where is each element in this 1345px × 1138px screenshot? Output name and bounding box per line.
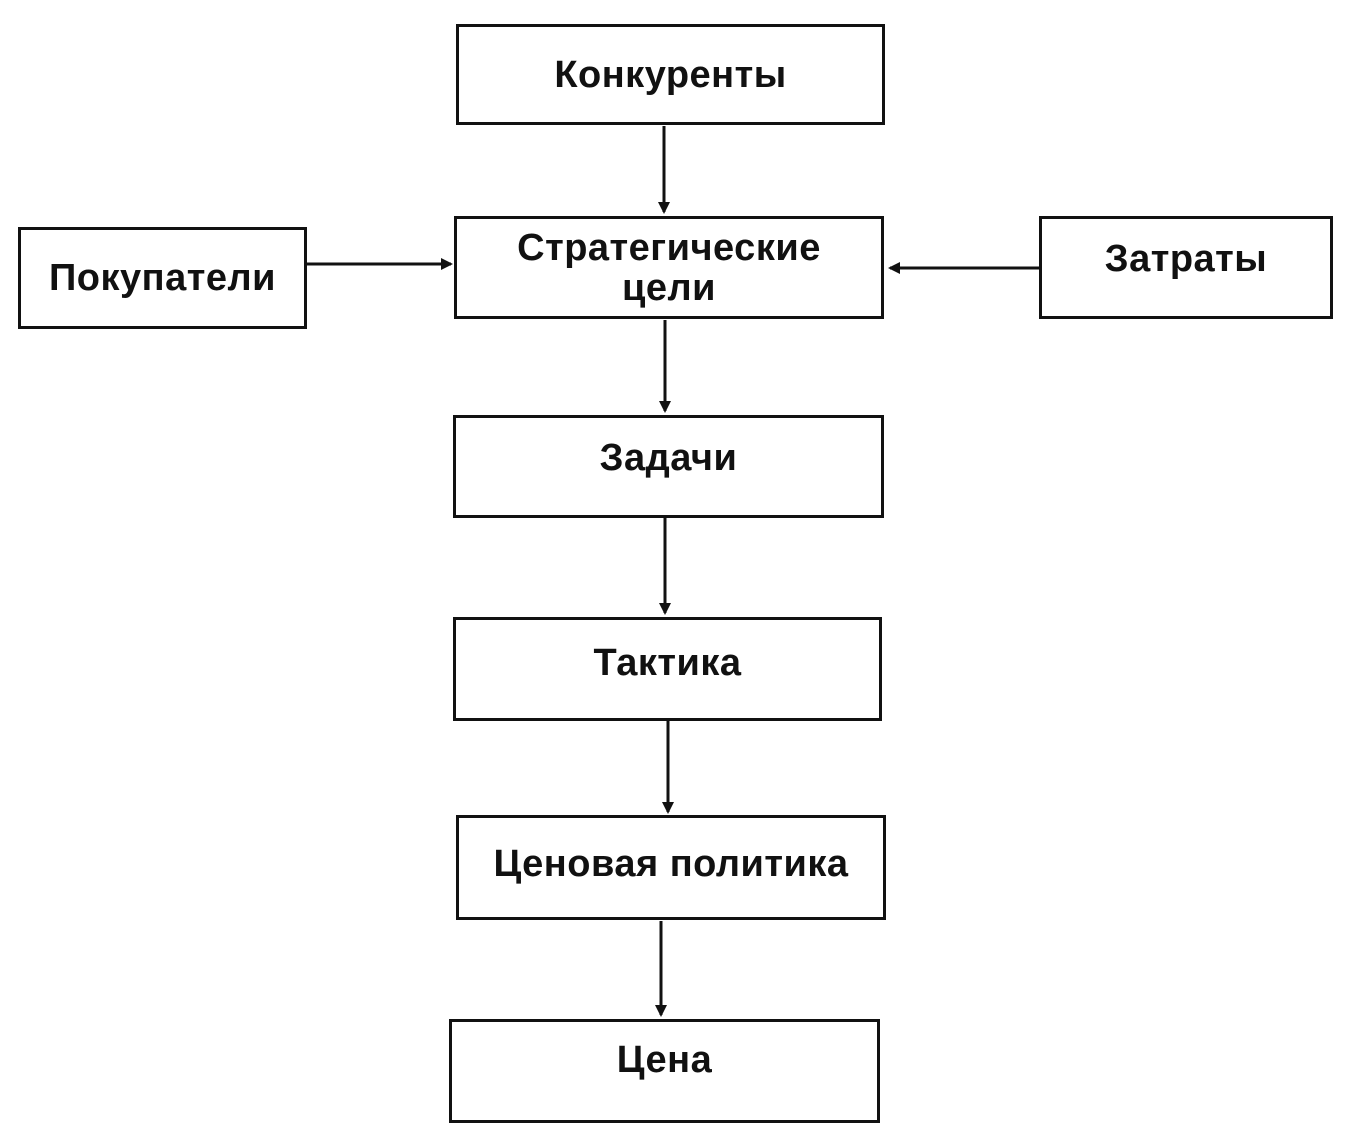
node-tasks: Задачи (453, 415, 884, 518)
node-pricing-policy-label: Ценовая политика (493, 842, 849, 885)
node-strategic-goals-label: Стратегические цели (517, 226, 821, 309)
node-costs: Затраты (1039, 216, 1333, 319)
node-price-label: Цена (616, 1039, 713, 1081)
node-price: Цена (449, 1019, 880, 1123)
node-tactics-label: Тактика (593, 642, 742, 684)
node-competitors-label: Конкуренты (554, 53, 787, 96)
node-buyers: Покупатели (18, 227, 307, 329)
node-buyers-label: Покупатели (48, 257, 276, 299)
node-competitors: Конкуренты (456, 24, 885, 125)
node-strategic-goals: Стратегические цели (454, 216, 884, 319)
node-pricing-policy: Ценовая политика (456, 815, 886, 920)
node-costs-label: Затраты (1104, 237, 1268, 280)
node-tactics: Тактика (453, 617, 882, 721)
node-tasks-label: Задачи (599, 436, 738, 479)
